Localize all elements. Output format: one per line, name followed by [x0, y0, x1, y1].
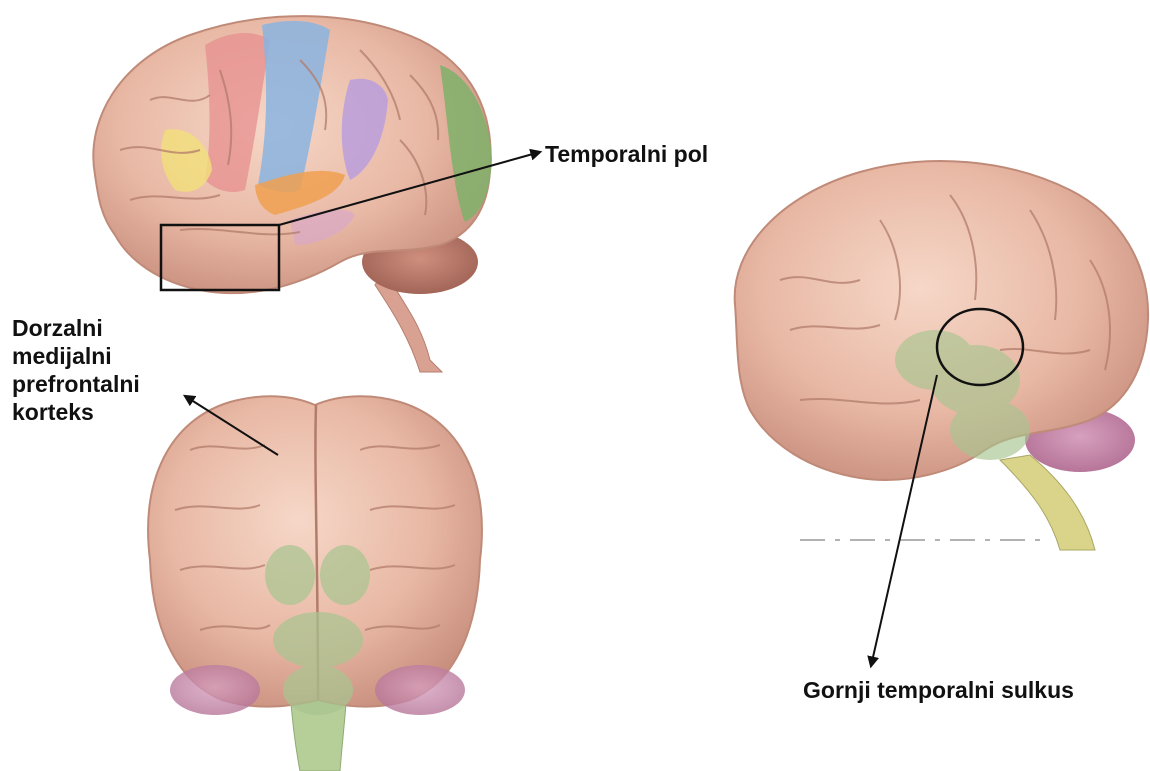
cerebellum-right-frontal — [375, 665, 465, 715]
brain-lateral-left — [93, 16, 492, 372]
label-superior-temporal-sulcus: Gornji temporalni sulkus — [803, 676, 1074, 704]
label-dmpfc-line-2: medijalni — [12, 342, 140, 370]
brain-frontal — [148, 396, 482, 771]
cerebellum-left-frontal — [170, 665, 260, 715]
brain-lateral-right — [735, 161, 1148, 550]
label-dorsal-medial-prefrontal-cortex: Dorzalni medijalni prefrontalni korteks — [12, 314, 140, 426]
label-dmpfc-line-1: Dorzalni — [12, 314, 140, 342]
label-temporal-pole: Temporalni pol — [545, 140, 708, 168]
label-dmpfc-line-3: prefrontalni — [12, 370, 140, 398]
label-dmpfc-line-4: korteks — [12, 398, 140, 426]
